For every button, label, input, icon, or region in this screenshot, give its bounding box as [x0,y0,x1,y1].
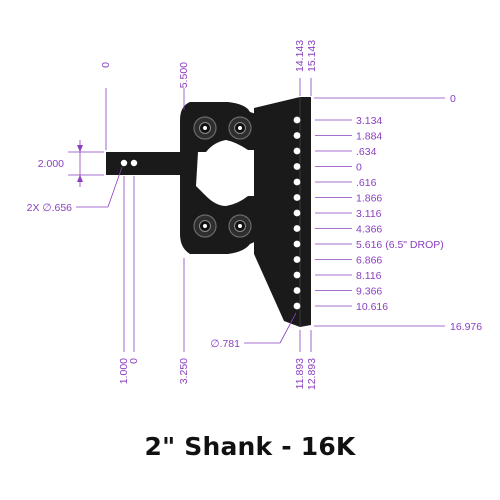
hole-label: 1.884 [356,131,382,143]
dimension-lines [68,78,445,352]
plate-hole [293,194,301,201]
plate-hole [293,163,301,170]
center-cutout [208,150,246,196]
plate-hole [293,178,301,186]
label-right-bottom: 16.976 [450,321,482,333]
label-top-left: 0 [100,62,112,68]
bolt [193,116,217,140]
label-shank-height: 2.000 [38,158,64,170]
bolt [228,214,252,238]
bolt [193,214,217,238]
plate-hole [293,225,301,232]
hole-label: 3.134 [356,115,382,127]
plate-hole [293,287,301,294]
plate-hole [293,302,301,310]
shank [106,152,184,175]
hole-label: 5.616 (6.5" DROP) [356,239,444,251]
bolt [228,116,252,140]
plate-hole [293,240,301,248]
plate-holes [293,116,301,310]
label-bottom-left-b: 0 [128,358,140,364]
hole-label: 3.116 [356,208,382,220]
hole-label: .616 [356,177,377,189]
hole-leaders [315,119,352,307]
plate-hole [293,256,301,263]
label-top-right-a: 14.143 [294,40,306,72]
dimension-arrows [77,145,83,182]
hole-label: 6.866 [356,255,382,267]
label-bottom-right-a: 11.893 [294,358,306,389]
hole-labels: 3.134 1.884 .634 0 .616 1.866 3.116 4.366 5.616 … [356,115,444,313]
hole-label: 0 [356,162,362,174]
label-top-right-b: 15.143 [306,40,318,72]
hole-label: 8.116 [356,270,382,282]
shank-hole [120,159,128,167]
plate-hole [293,132,301,139]
hole-label: 9.366 [356,286,382,298]
hole-label: 4.366 [356,224,382,236]
label-top-mid: 5.500 [178,62,190,88]
product-caption: 2" Shank - 16K [144,432,356,461]
plate-hole [293,116,301,124]
label-pin-hole: ∅.781 [210,338,240,350]
label-bottom-left-a: 1.000 [118,358,130,384]
label-shank-holes: 2X ∅.656 [27,202,73,214]
plate-hole [293,147,301,155]
hole-label: 1.866 [356,193,382,205]
hole-label: 10.616 [356,301,388,313]
shank-hole [130,159,138,167]
label-bottom-right-b: 12.893 [306,358,318,390]
hole-label: .634 [356,146,377,158]
label-bottom-mid: 3.250 [178,358,190,384]
plate-hole [293,209,301,217]
drop-plate [254,97,311,327]
label-right-top: 0 [450,93,456,105]
plate-hole [293,271,301,279]
